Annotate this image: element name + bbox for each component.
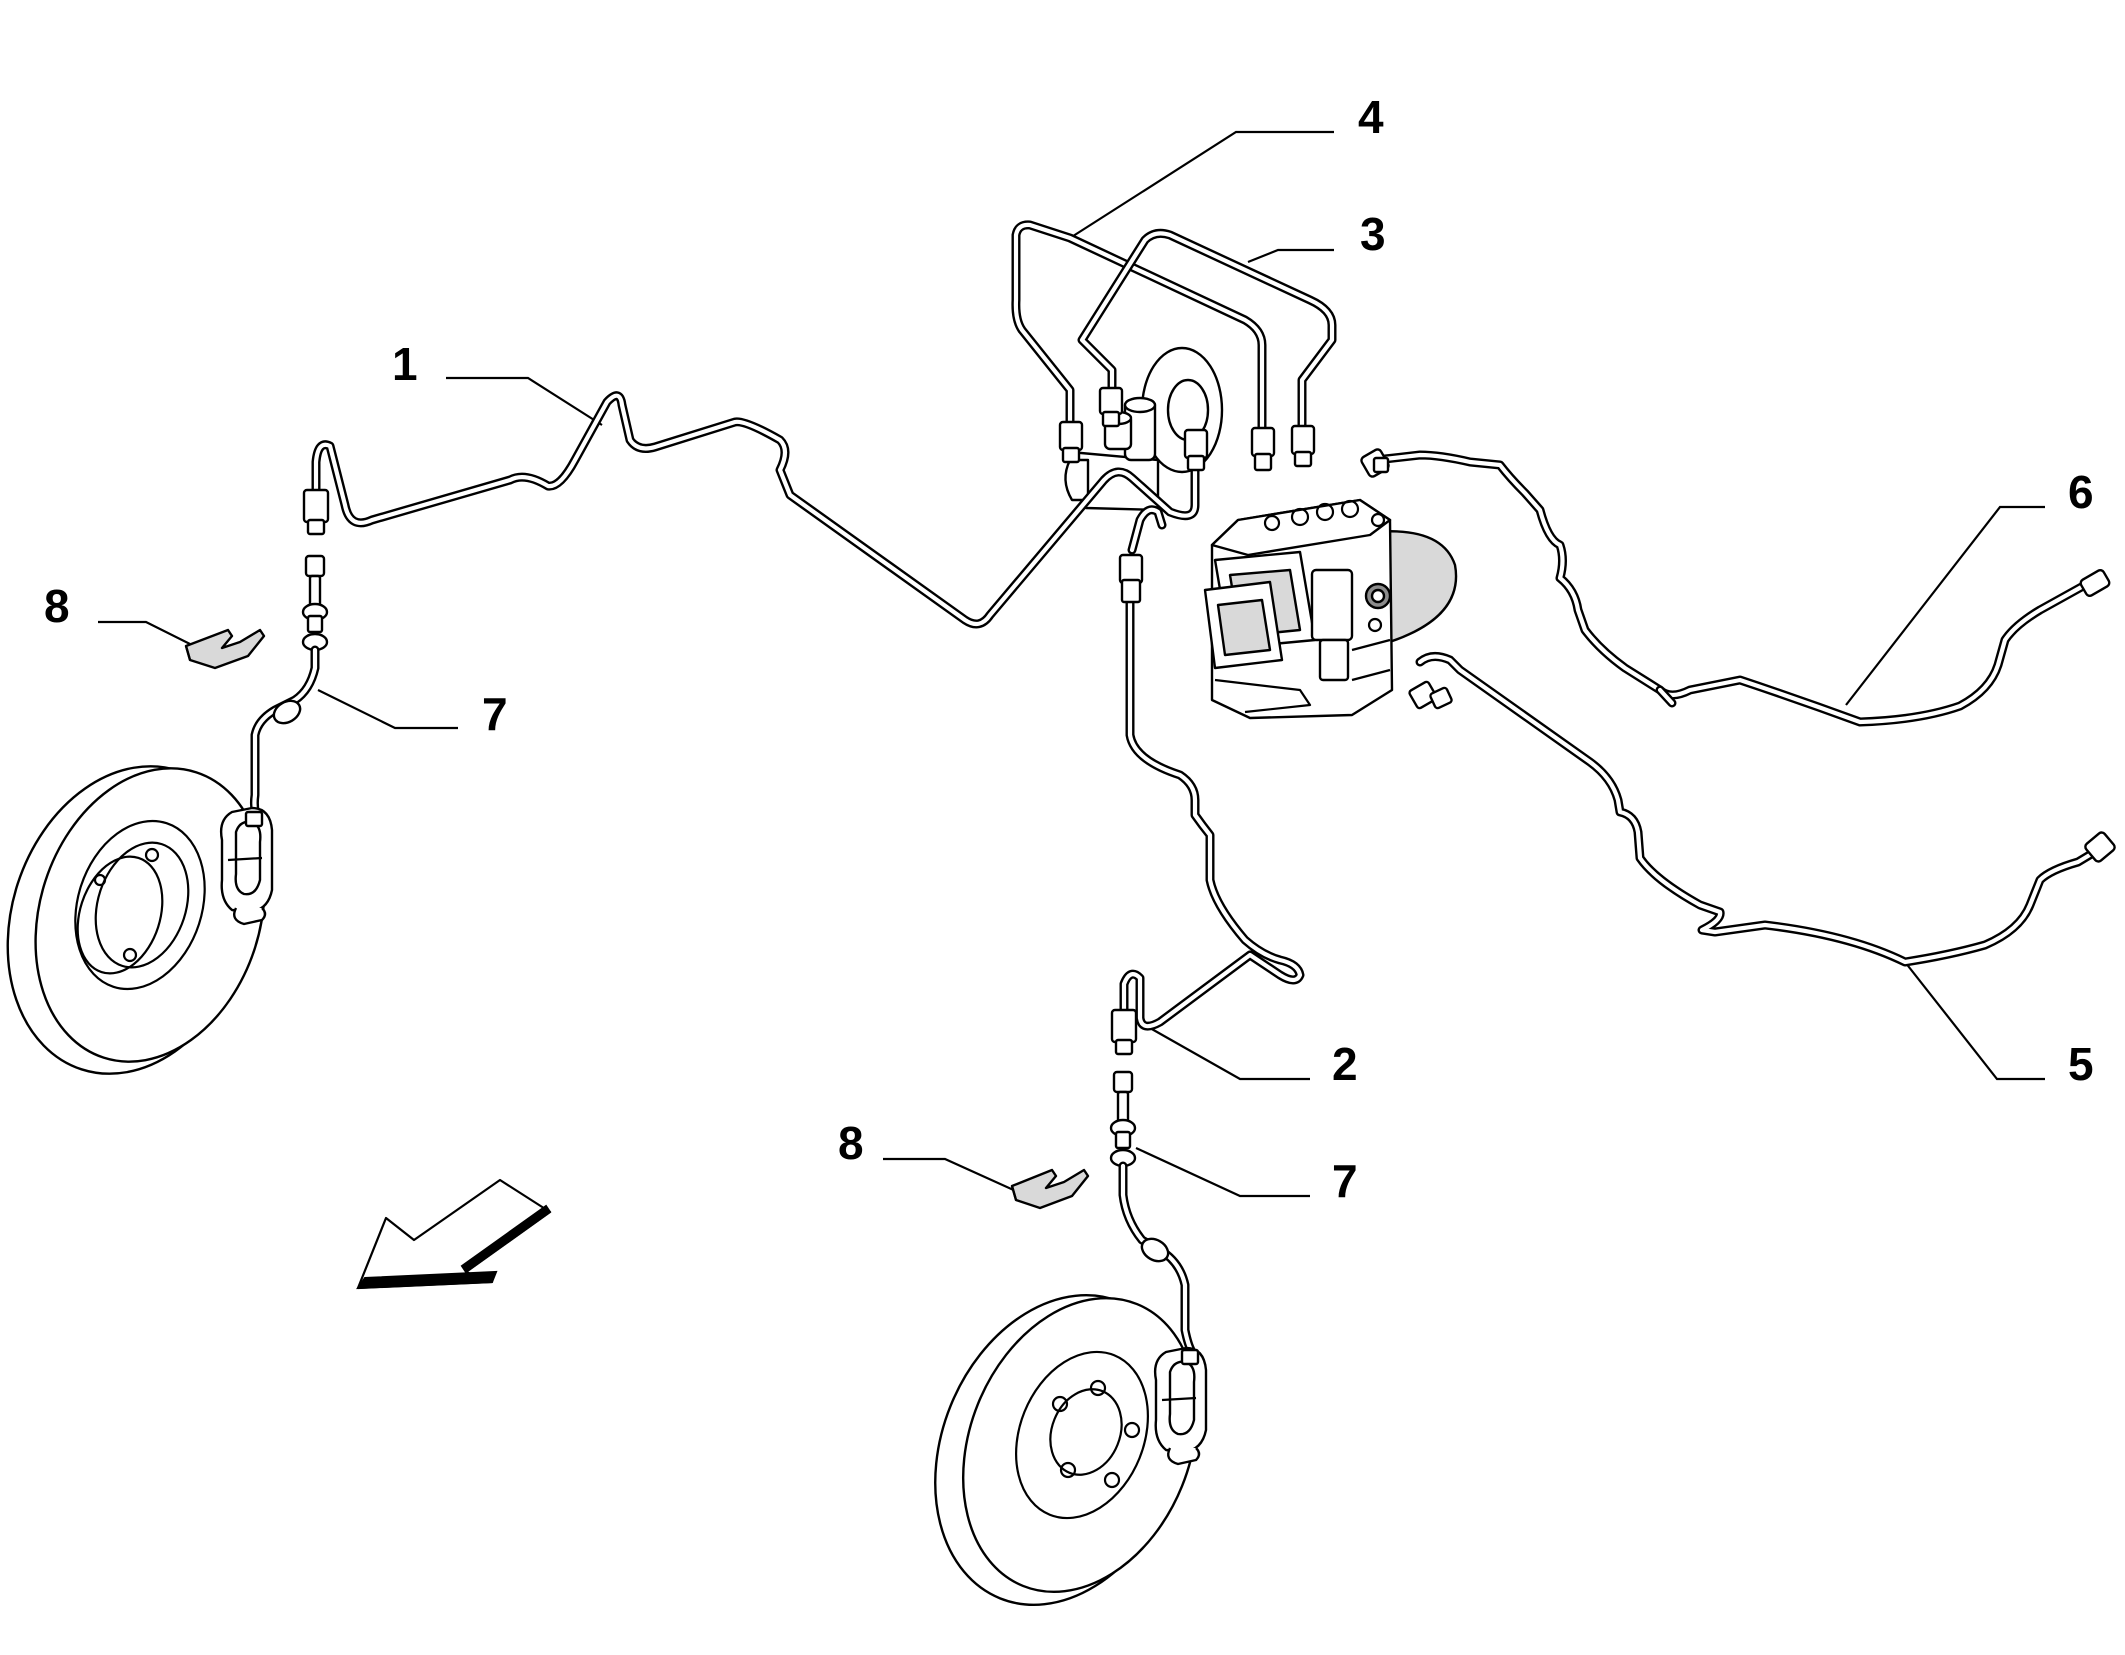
leader-line-6: [1845, 505, 2045, 706]
leader-lines: [98, 130, 2045, 1198]
leader-line-3: [1247, 248, 1334, 264]
brake-pipes: [311, 220, 2103, 1031]
leader-line-2: [1149, 1027, 1310, 1081]
leader-line-5: [1904, 961, 2045, 1081]
leader-line-7a: [317, 689, 458, 730]
callout-label-8b: 8: [838, 1117, 864, 1169]
brake-caliper-right: [1153, 1346, 1208, 1466]
leader-line-7b: [1135, 1147, 1310, 1198]
callout-label-2: 2: [1332, 1038, 1358, 1090]
flexible-hose-right: [1109, 1070, 1197, 1357]
pipe-fittings: [302, 386, 2116, 1056]
leader-line-4: [1069, 130, 1334, 239]
flexible-hose-left: [249, 554, 329, 823]
pipe-5: [1415, 652, 2103, 967]
retaining-clip-left: [184, 628, 266, 670]
front-direction-arrow: [356, 1178, 552, 1290]
brake-disc-left: [6, 765, 266, 1075]
callout-label-7b: 7: [1332, 1155, 1358, 1207]
brake-caliper-left: [219, 806, 274, 926]
callout-label-4: 4: [1358, 91, 1384, 143]
callout-labels: 1 2 3 4 5 6 7 7 8 8: [44, 91, 2094, 1207]
callout-label-8a: 8: [44, 580, 70, 632]
callout-label-7a: 7: [482, 688, 508, 740]
callout-label-6: 6: [2068, 466, 2094, 518]
leader-line-8b: [883, 1157, 1019, 1194]
callout-label-5: 5: [2068, 1038, 2094, 1090]
callout-label-1: 1: [392, 338, 418, 390]
abs-hydraulic-unit: [1203, 498, 1458, 720]
retaining-clip-right: [1010, 1168, 1090, 1210]
callout-label-3: 3: [1360, 208, 1386, 260]
leader-line-1: [446, 376, 603, 426]
leader-line-8a: [98, 620, 211, 655]
brake-disc-right: [934, 1294, 1199, 1606]
